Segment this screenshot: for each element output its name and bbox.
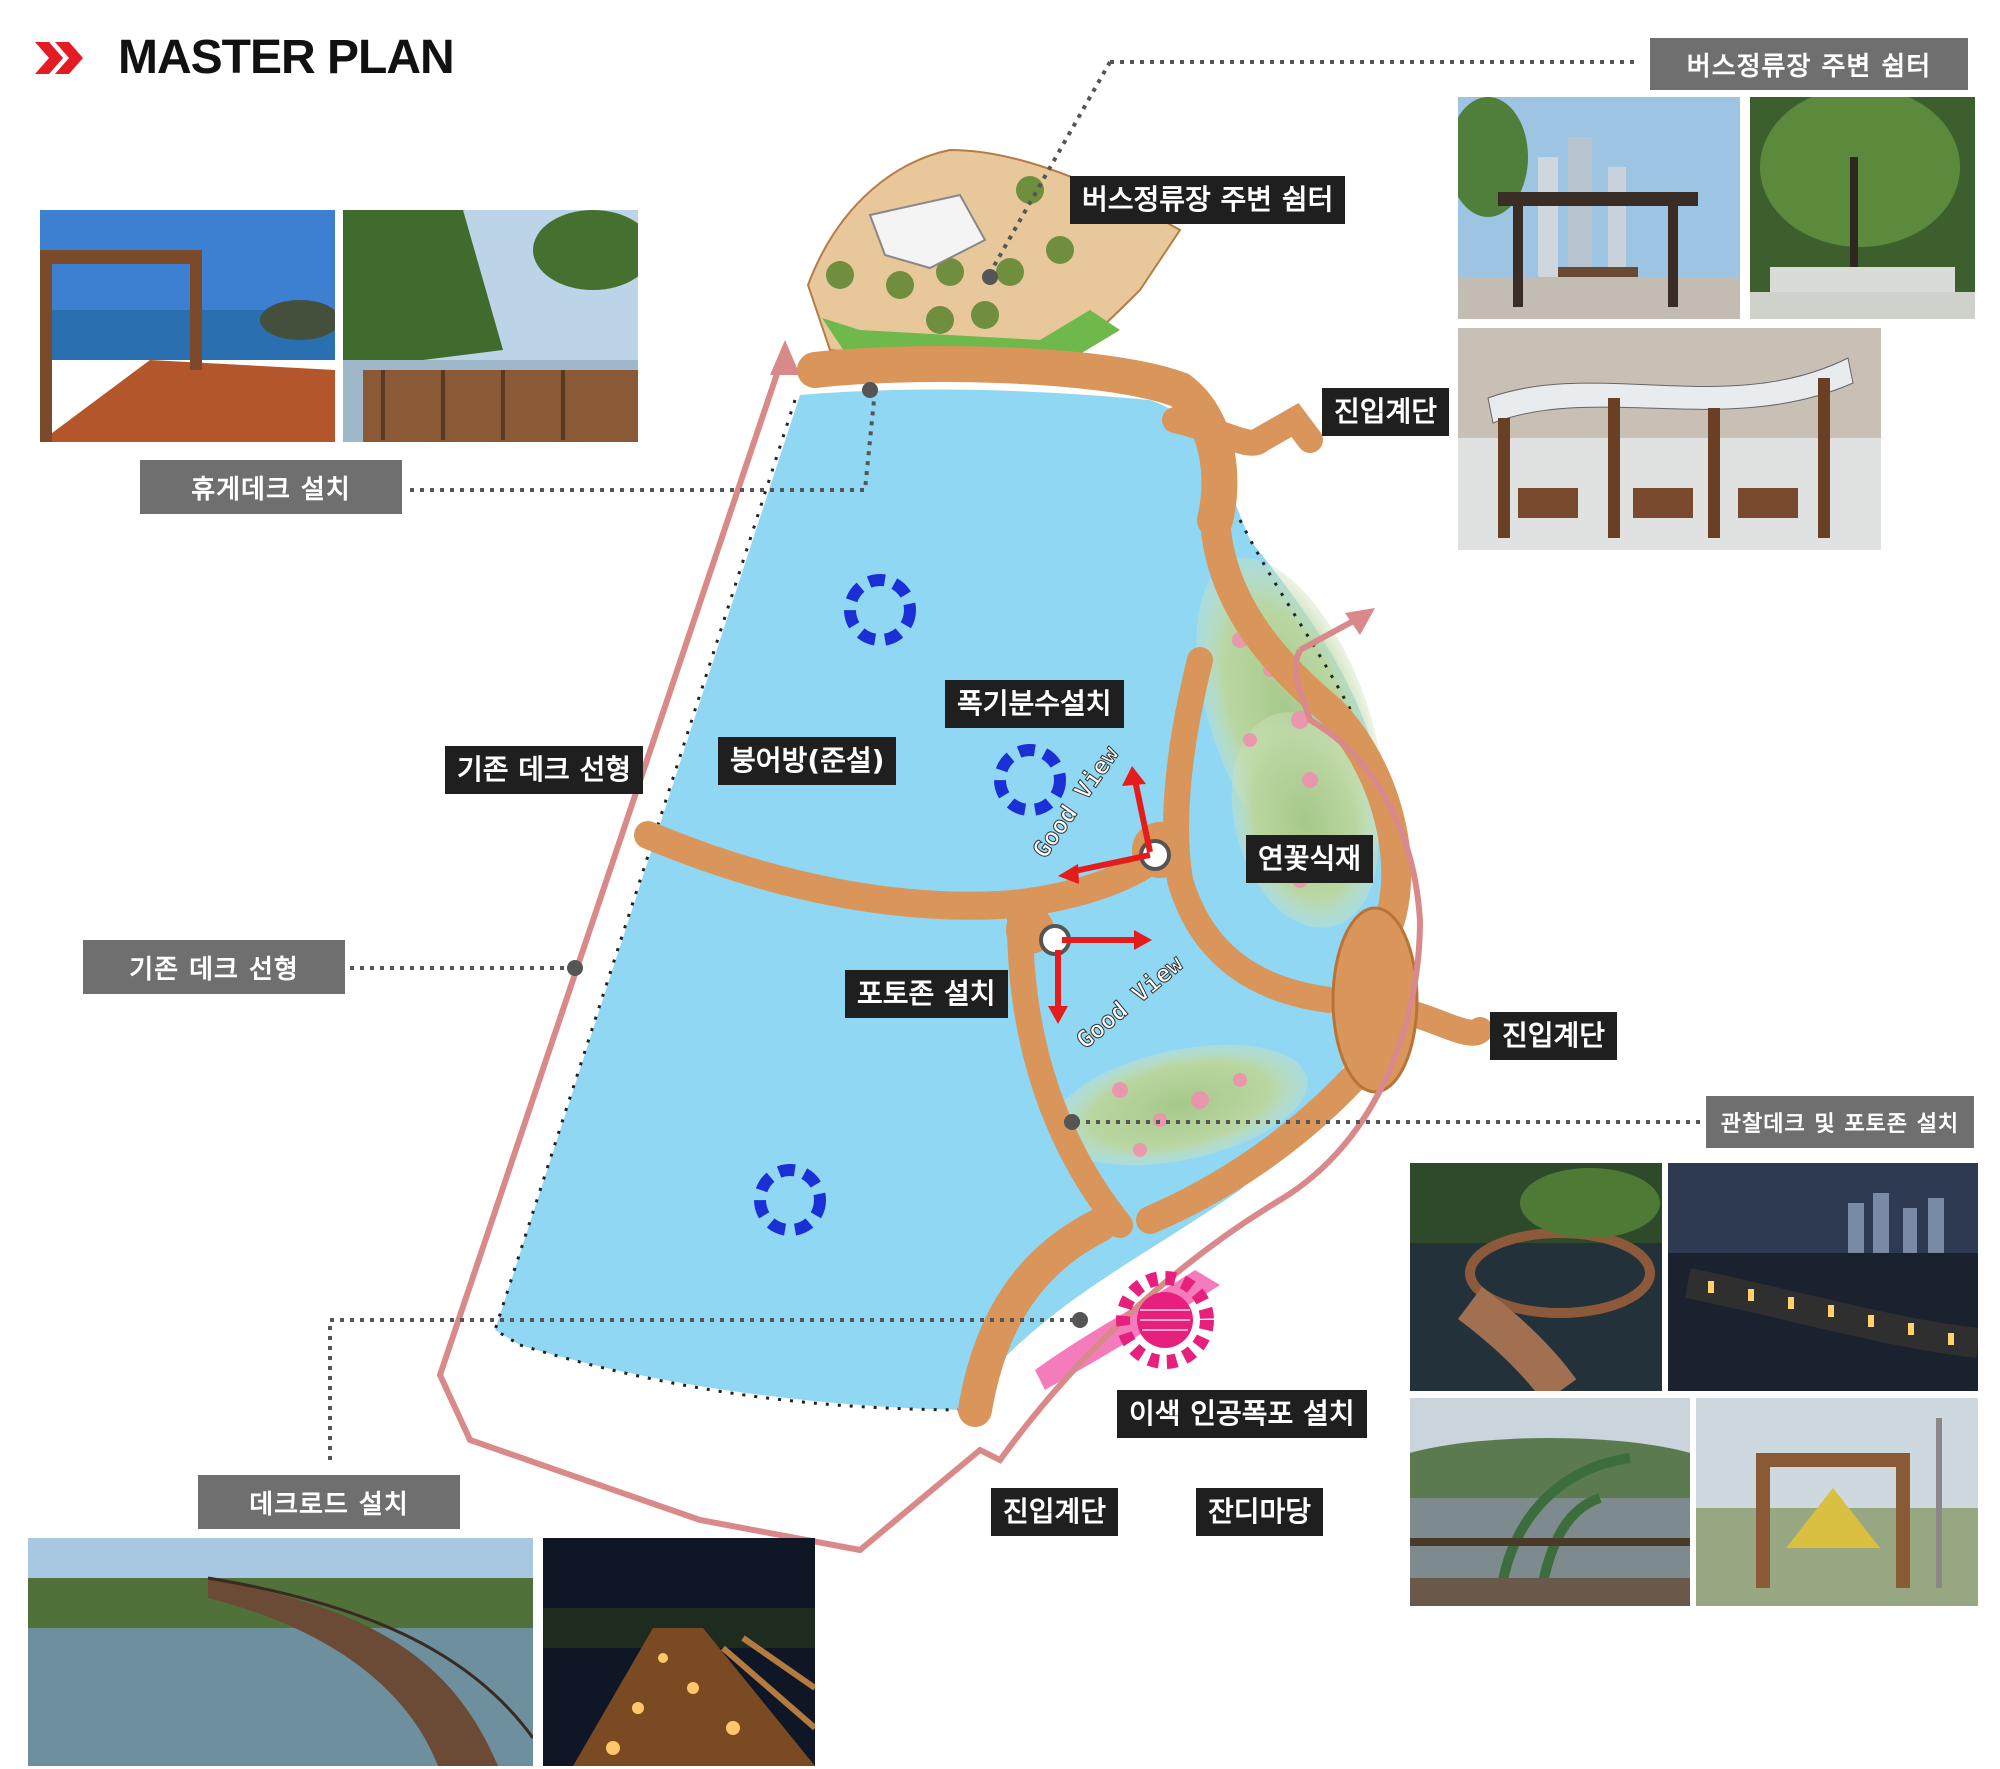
fountain-2 bbox=[994, 744, 1066, 816]
callout-existing-deck: 기존 데크 선형 bbox=[83, 940, 345, 994]
photo-observation-deck-2 bbox=[1668, 1163, 1978, 1391]
label-fountain: 폭기분수설치 bbox=[945, 680, 1124, 728]
photo-deck-road-day bbox=[28, 1538, 533, 1766]
fountain-1 bbox=[844, 574, 916, 646]
photo-bus-shelter-2 bbox=[1750, 97, 1975, 319]
label-existing-deck: 기존 데크 선형 bbox=[445, 746, 644, 794]
waterfall-symbol bbox=[1116, 1271, 1214, 1369]
page-title: MASTER PLAN bbox=[118, 31, 455, 84]
photo-bus-shelter-1 bbox=[1458, 97, 1740, 319]
shelter-canopy bbox=[868, 193, 987, 270]
photo-bus-shelter-3 bbox=[1458, 328, 1881, 550]
leader-lines bbox=[328, 60, 1700, 1460]
route-arrow-north bbox=[770, 340, 800, 375]
label-entry-stairs-s: 진입계단 bbox=[991, 1488, 1119, 1536]
photo-observation-deck-3 bbox=[1410, 1398, 1690, 1606]
label-bus-shelter: 버스정류장 주변 쉼터 bbox=[1070, 176, 1346, 224]
observation-deck-platform bbox=[1331, 906, 1419, 1094]
chevron-double-icon bbox=[35, 42, 83, 74]
photo-rest-deck-ocean bbox=[40, 210, 335, 442]
existing-deck-line bbox=[493, 399, 797, 1347]
label-photo-zone: 포토존 설치 bbox=[845, 970, 1008, 1018]
label-pond: 붕어방(준설) bbox=[718, 737, 897, 785]
label-lawn: 잔디마당 bbox=[1196, 1488, 1324, 1536]
leader-dots bbox=[567, 269, 1088, 1328]
callout-observation-deck: 관찰데크 및 포토존 설치 bbox=[1706, 1096, 1974, 1148]
good-view-arrows-1 bbox=[1058, 766, 1171, 884]
callout-rest-deck: 휴게데크 설치 bbox=[140, 460, 402, 514]
fountain-3 bbox=[754, 1164, 826, 1236]
photo-observation-deck-4 bbox=[1696, 1398, 1978, 1606]
existing-deck-line-south bbox=[519, 1343, 976, 1412]
deck-paths bbox=[634, 346, 1493, 1427]
photo-rest-deck-lake bbox=[343, 210, 638, 442]
label-lotus: 연꽃식재 bbox=[1246, 835, 1374, 883]
label-entry-stairs-ne: 진입계단 bbox=[1322, 388, 1450, 436]
callout-bus-shelter: 버스정류장 주변 쉼터 bbox=[1650, 38, 1968, 90]
label-entry-stairs-e: 진입계단 bbox=[1490, 1012, 1618, 1060]
photo-deck-road-night bbox=[543, 1538, 815, 1766]
label-waterfall: 이색 인공폭포 설치 bbox=[1117, 1390, 1367, 1438]
photo-observation-deck-1 bbox=[1410, 1163, 1662, 1391]
route-outline bbox=[436, 349, 1424, 1554]
callout-deck-road: 데크로드 설치 bbox=[198, 1475, 460, 1529]
good-view-arrows-2 bbox=[1039, 924, 1152, 1024]
